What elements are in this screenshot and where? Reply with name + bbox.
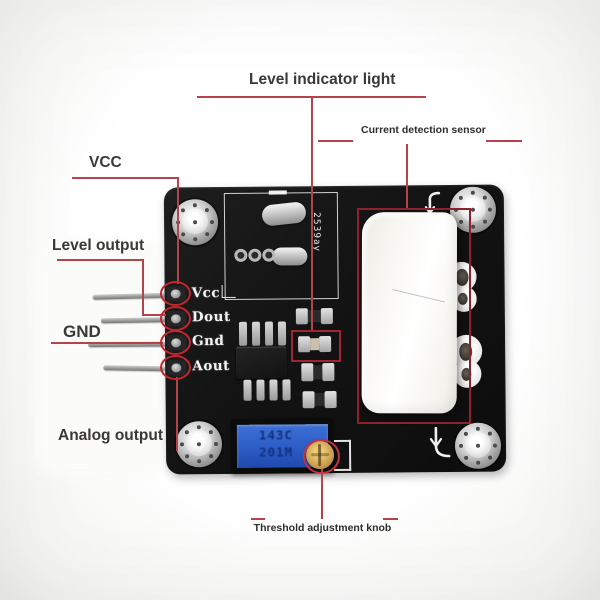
- mounting-hole-bottom-left: [175, 420, 223, 468]
- silkscreen-pad-ring-2: [248, 248, 262, 262]
- ic-pin: [269, 379, 278, 401]
- ic-pin: [238, 321, 248, 346]
- annotation-line: [51, 342, 163, 344]
- label-gnd: GND: [63, 322, 101, 341]
- smd-resistor-1: [295, 308, 333, 325]
- label-vcc: VCC: [89, 154, 122, 171]
- annotation-box-led: [291, 330, 341, 362]
- smd-resistor-3: [302, 390, 337, 409]
- annotation-dash: [383, 518, 398, 520]
- silkscreen-corner-bracket: [221, 284, 236, 298]
- annotation-line: [311, 97, 313, 332]
- pin-label-gnd: Gnd: [192, 332, 225, 350]
- label-level-output: Level output: [52, 237, 145, 254]
- annotation-line: [57, 259, 144, 261]
- current-direction-arrow-icon: [429, 426, 451, 458]
- annotation-line: [142, 259, 144, 316]
- pin-label-vcc: Vcc: [191, 285, 221, 302]
- label-level-indicator-light: Level indicator light: [249, 71, 396, 88]
- pin-label-aout: Aout: [192, 357, 230, 375]
- annotation-box-sensor: [357, 208, 471, 424]
- header-pin-2: [100, 317, 166, 324]
- annotation-ellipse-aout-pin: [160, 355, 191, 380]
- annotation-line: [72, 177, 178, 179]
- label-analog-output: Analog output: [58, 427, 164, 444]
- silkscreen-pad-ring-3: [262, 248, 276, 262]
- trimpot-marking-line1: 143C: [258, 427, 294, 443]
- annotation-line: [142, 314, 166, 316]
- trimpot-marking: 143C 201M: [239, 427, 313, 461]
- pin-label-dout: Dout: [191, 308, 231, 326]
- annotation-dash: [318, 140, 353, 142]
- mounting-hole-bottom-right: [454, 422, 502, 469]
- annotation-line: [321, 469, 323, 519]
- ic-chip: [236, 346, 287, 379]
- header-pin-4: [103, 365, 166, 372]
- annotation-ellipse-gnd-pin: [160, 330, 191, 355]
- ic-pin: [264, 321, 274, 346]
- trimpot-marking-line2: 201M: [258, 444, 294, 460]
- ic-pin: [277, 321, 287, 346]
- silkscreen-pad-ring-1: [234, 248, 248, 262]
- annotation-line: [177, 177, 179, 284]
- silkscreen-tick: [268, 190, 287, 195]
- annotation-ellipse-dout-pin: [160, 306, 191, 331]
- smd-resistor-2: [301, 363, 335, 382]
- annotation-line: [406, 144, 408, 210]
- annotation-ellipse-vcc-pin: [160, 281, 191, 306]
- annotation-dash: [251, 518, 265, 520]
- label-threshold-adjustment-knob: Threshold adjustment knob: [253, 522, 392, 534]
- ic-pin: [243, 379, 252, 401]
- label-current-detection-sensor: Current detection sensor: [361, 124, 486, 136]
- background-cable-blur: [35, 240, 163, 475]
- ic-pin: [251, 321, 261, 346]
- indicator-led-capsule-2: [272, 247, 308, 266]
- header-pin-1: [92, 292, 166, 300]
- ic-pin: [256, 379, 265, 401]
- ic-pin: [282, 379, 291, 401]
- annotation-line: [176, 377, 178, 451]
- annotation-dash: [486, 140, 522, 142]
